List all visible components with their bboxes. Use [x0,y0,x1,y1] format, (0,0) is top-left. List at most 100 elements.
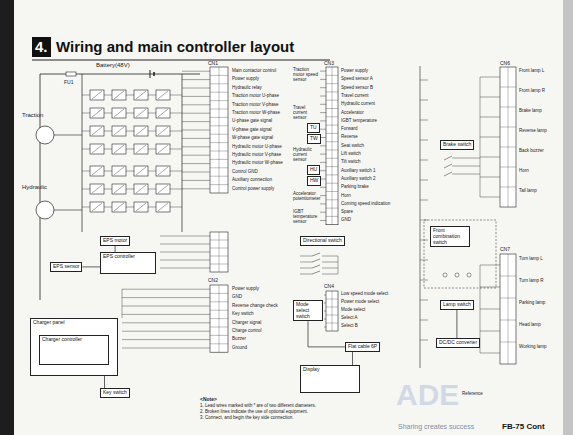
wire [420,80,428,81]
transistor-symbol [136,127,146,135]
node-label: TU [310,125,317,131]
label-text: Head lamp [519,323,541,328]
label-text: IGBT temperature [341,119,377,124]
connector-table [210,285,228,352]
wire [420,320,428,321]
transistor-symbol [114,127,124,135]
label-text: Seat switch [341,144,364,149]
wire [480,265,500,266]
node-box: Front combination switch [430,226,470,247]
transistor-symbol [158,167,168,175]
wire [320,96,326,97]
transistor-symbol [112,202,126,212]
label-text: Key switch [232,312,254,317]
label-text: GND [232,295,242,300]
wire [300,268,312,269]
label-text: Battery(48V) [96,62,130,69]
transistor-symbol [134,90,148,100]
battery-symbol [150,70,151,78]
connector [456,310,457,338]
wire [160,236,210,237]
label-text: CN3 [324,61,334,67]
node-label: Key switch [103,390,127,396]
node-label: Charger panel [33,320,115,326]
hydraulic-motor-symbol [36,201,54,219]
label-text: CN2 [208,278,218,284]
node-box: Brake switch [440,140,474,150]
connector-table [326,291,338,331]
wire [480,157,500,158]
section-number-box [32,37,51,57]
wire [420,160,428,161]
transistor-symbol [92,145,102,153]
wire [54,135,82,136]
label-text: 1. Lead wires marked with * are of two d… [200,404,316,409]
transistor-symbol [158,145,168,153]
label-text: Auxiliary switch 1 [341,169,376,174]
transistor-symbol [156,90,170,100]
wire [182,138,210,139]
wire [182,188,210,189]
connector-table [326,67,338,225]
label-text: IGBT temperature sensor [293,210,319,225]
label-text: Front lamp R [519,89,545,94]
wire [480,77,481,197]
transistor-symbol [114,203,124,211]
label-text: Ground [232,346,247,351]
transistor-symbol [134,144,148,154]
switch-symbol [455,273,459,277]
label-text: Charge control [232,329,262,334]
wire [320,79,326,80]
label-text: Hydraulic motor U-phase [232,145,282,150]
wire [182,146,210,147]
wire [420,120,428,121]
label-text: Control GND [232,170,258,175]
label-text: Accelerator potentiometer [293,192,325,202]
wire [480,77,500,78]
wire [320,154,326,155]
node-label: Lamp switch [443,302,471,308]
label-text: Traction motor U-phase [232,94,279,99]
transistor-symbol [136,109,146,117]
wire [122,306,210,307]
wire [320,87,326,88]
node-label: Display [303,367,357,373]
node-box: EPS sensor [50,262,82,272]
switch-symbol [444,156,452,160]
transistor-symbol [156,144,170,154]
label-text: Tilt switch [341,160,361,165]
wire [480,287,500,288]
label-text: 2. Broken lines indicate the use of opti… [200,410,308,415]
node-box: TW [307,134,321,144]
wire [300,274,312,275]
label-text: Hydraulic [22,184,47,191]
node-label: Charger controller [42,337,106,343]
label-text: Buzzer [232,337,246,342]
table-row [508,254,509,364]
transistor-symbol [158,203,168,211]
wire [320,145,326,146]
wire [420,300,428,301]
label-text: 4. [35,39,48,56]
label-text: CN1 [208,61,218,67]
switch-symbol [312,265,320,268]
label-text: Front lamp L [519,69,544,74]
binder-edge [0,0,14,435]
transistor-symbol [114,91,124,99]
wire [480,177,500,178]
transistor-symbol [134,202,148,212]
wire [480,97,500,98]
node-box: HU [307,165,320,175]
table-row [508,67,509,207]
transistor-symbol [156,166,170,176]
transistor-symbol [136,91,146,99]
wire [320,212,326,213]
transistor-symbol [158,127,168,135]
wire [320,195,326,196]
label-text: 3. Connect, and begin the key side conne… [200,416,294,421]
node-label: EPS sensor [53,264,79,270]
transistor-symbol [134,108,148,118]
transistor-symbol [156,202,170,212]
label-text: Select B [341,324,358,329]
label-text: Parking lamp [519,301,545,306]
